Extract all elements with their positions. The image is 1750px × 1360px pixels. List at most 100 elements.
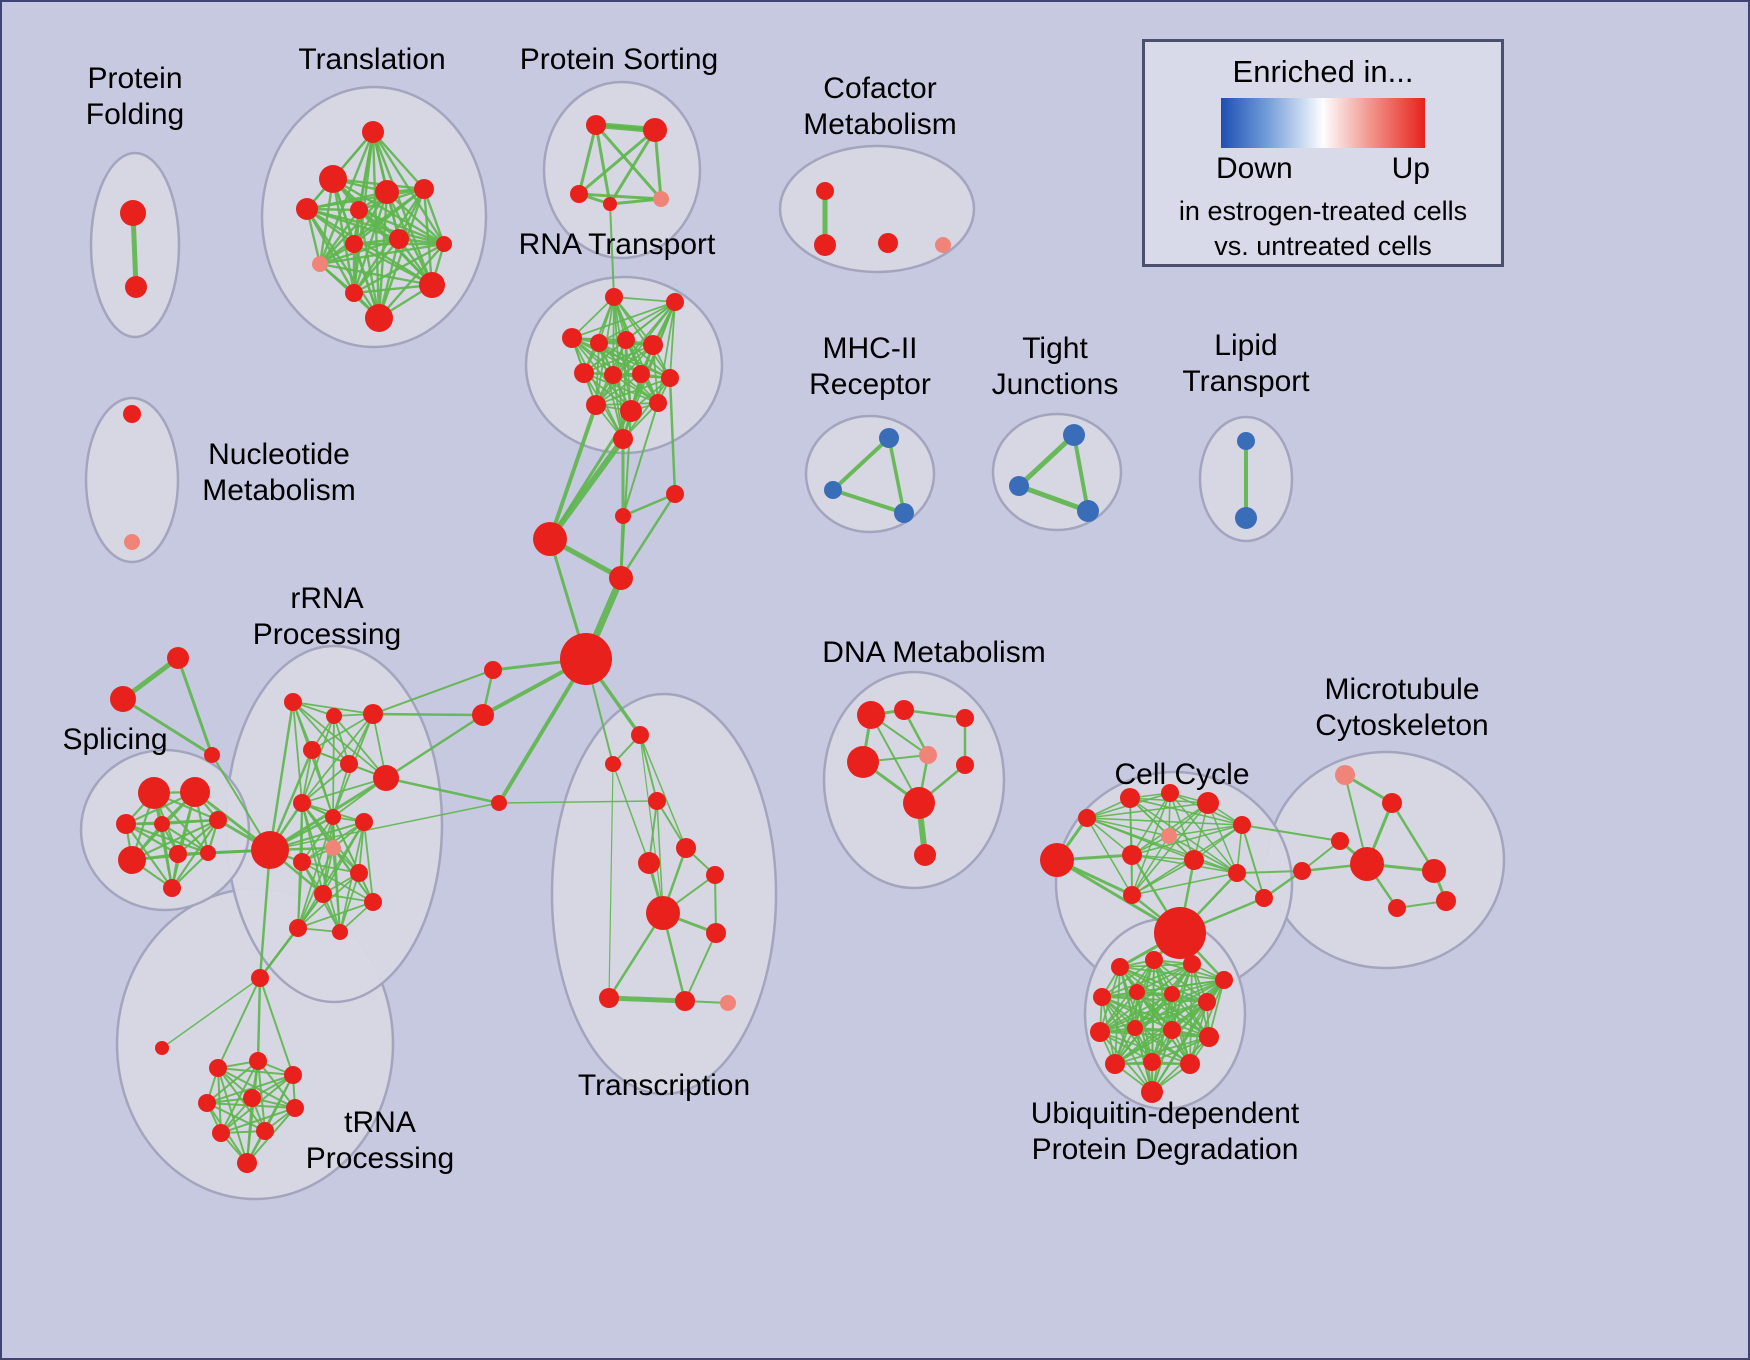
node-42[interactable] [894,503,914,523]
node-14[interactable] [436,236,452,252]
node-67[interactable] [163,879,181,897]
node-8[interactable] [414,179,434,199]
node-48[interactable] [533,522,567,556]
node-20[interactable] [816,182,834,200]
node-36[interactable] [649,394,667,412]
node-89[interactable] [284,1066,302,1084]
node-31[interactable] [604,366,622,384]
node-124[interactable] [1228,864,1246,882]
node-22[interactable] [878,233,898,253]
node-17[interactable] [570,185,588,203]
node-108[interactable] [894,700,914,720]
node-100[interactable] [638,852,660,874]
node-23[interactable] [935,237,951,253]
node-19[interactable] [653,191,669,207]
node-55[interactable] [491,795,507,811]
node-121[interactable] [1161,828,1177,844]
node-131[interactable] [1350,847,1384,881]
node-10[interactable] [389,229,409,249]
node-95[interactable] [237,1153,257,1173]
node-16[interactable] [643,118,667,142]
node-4[interactable] [296,198,318,220]
node-102[interactable] [706,866,724,884]
node-24[interactable] [605,288,623,306]
node-85[interactable] [251,969,269,987]
node-60[interactable] [180,777,210,807]
node-101[interactable] [646,896,680,930]
node-9[interactable] [345,235,363,253]
node-6[interactable] [350,201,368,219]
node-0[interactable] [120,200,146,226]
node-2[interactable] [362,121,384,143]
node-41[interactable] [824,481,842,499]
node-70[interactable] [326,708,342,724]
node-82[interactable] [289,919,307,937]
node-90[interactable] [198,1094,216,1112]
node-145[interactable] [1127,1020,1143,1036]
node-50[interactable] [666,485,684,503]
node-68[interactable] [251,831,289,869]
node-149[interactable] [1143,1053,1161,1071]
node-111[interactable] [919,746,937,764]
node-63[interactable] [209,811,227,829]
node-134[interactable] [1436,891,1456,911]
node-45[interactable] [1077,500,1099,522]
node-58[interactable] [204,747,220,763]
node-137[interactable] [1145,951,1163,969]
node-113[interactable] [903,787,935,819]
node-52[interactable] [560,633,612,685]
node-91[interactable] [243,1089,261,1107]
node-64[interactable] [118,846,146,874]
node-18[interactable] [603,197,617,211]
node-109[interactable] [956,709,974,727]
node-15[interactable] [586,115,606,135]
node-88[interactable] [249,1052,267,1070]
node-57[interactable] [110,686,136,712]
node-1[interactable] [125,276,147,298]
node-47[interactable] [1235,507,1257,529]
node-142[interactable] [1164,986,1180,1002]
node-130[interactable] [1331,832,1349,850]
node-151[interactable] [1141,1081,1163,1103]
node-26[interactable] [562,328,582,348]
node-94[interactable] [256,1122,274,1140]
node-49[interactable] [615,508,631,524]
node-139[interactable] [1215,971,1233,989]
node-29[interactable] [643,335,663,355]
node-132[interactable] [1422,859,1446,883]
node-74[interactable] [373,765,399,791]
node-25[interactable] [666,293,684,311]
node-148[interactable] [1105,1054,1125,1074]
node-61[interactable] [116,814,136,834]
node-86[interactable] [155,1041,169,1055]
node-37[interactable] [613,429,633,449]
node-110[interactable] [847,746,879,778]
node-120[interactable] [1233,816,1251,834]
node-141[interactable] [1129,984,1145,1000]
node-103[interactable] [706,923,726,943]
node-87[interactable] [209,1059,227,1077]
node-133[interactable] [1293,862,1311,880]
node-39[interactable] [124,534,140,550]
node-35[interactable] [620,400,642,422]
node-135[interactable] [1388,899,1406,917]
node-83[interactable] [332,924,348,940]
node-122[interactable] [1122,845,1142,865]
node-105[interactable] [675,991,695,1011]
node-43[interactable] [1063,424,1085,446]
node-128[interactable] [1335,765,1355,785]
node-114[interactable] [914,844,936,866]
node-138[interactable] [1183,955,1201,973]
node-75[interactable] [293,794,311,812]
node-5[interactable] [312,256,328,272]
node-30[interactable] [574,363,594,383]
node-107[interactable] [857,701,885,729]
node-147[interactable] [1199,1027,1219,1047]
node-118[interactable] [1161,784,1179,802]
node-80[interactable] [350,864,368,882]
node-33[interactable] [661,369,679,387]
node-79[interactable] [293,853,311,871]
node-123[interactable] [1184,850,1204,870]
node-84[interactable] [364,893,382,911]
node-99[interactable] [676,838,696,858]
